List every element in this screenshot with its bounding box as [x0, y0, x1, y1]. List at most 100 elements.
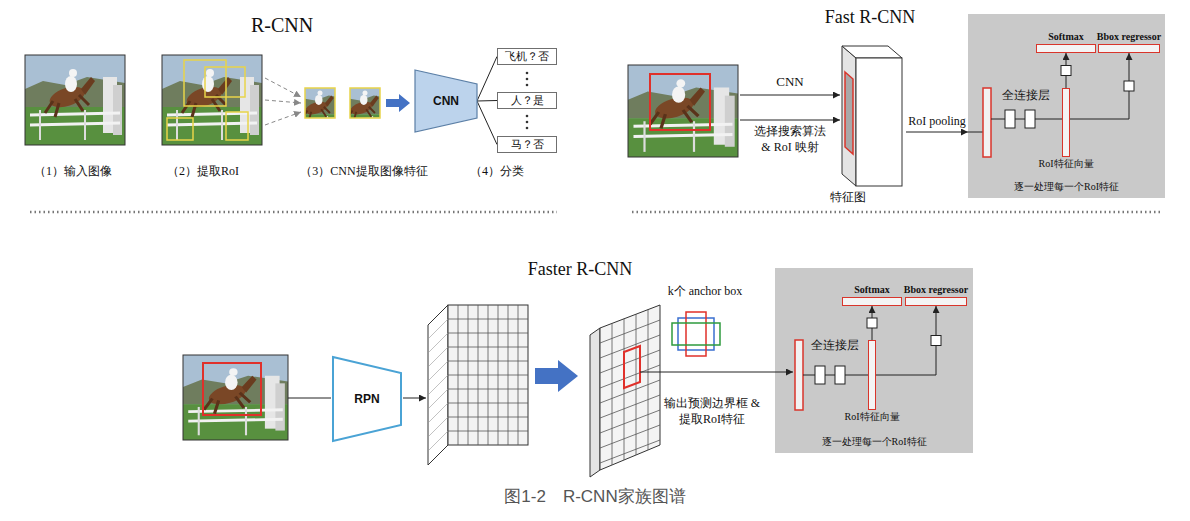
anchor-label: k个 anchor box [668, 284, 743, 300]
cube-grid [448, 305, 528, 445]
photo-frame [183, 355, 288, 440]
class-label: 人？是 [511, 94, 544, 107]
output-box: Softmax [842, 297, 902, 306]
block-arrow [386, 94, 410, 112]
photo-frame [25, 55, 125, 145]
panel-title: R-CNN [251, 12, 313, 38]
ellipsis-dot [526, 78, 529, 81]
ellipsis-dot [526, 121, 529, 124]
feature-slab-face [600, 305, 660, 470]
edge-label: RoI pooling [908, 114, 966, 128]
panel-note: 逐一处理每一个RoI特征 [968, 181, 1165, 193]
connector [477, 101, 497, 145]
class-box: 飞机？否 [497, 48, 557, 65]
panel-title: Fast R-CNN [825, 6, 916, 29]
separator [30, 211, 557, 214]
arrow [403, 398, 426, 399]
dashed-arrow [265, 100, 301, 103]
block-arrow [535, 360, 578, 392]
connector [477, 100, 497, 102]
step-label: （1）输入图像 [34, 164, 112, 180]
panel-note: 逐一处理每一个RoI特征 [775, 436, 973, 448]
vector-label: RoI特征向量 [1039, 158, 1094, 170]
photo-frame [162, 55, 262, 145]
input-photo [162, 55, 262, 145]
head-panel: 逐一处理每一个RoI特征SoftmaxBbox regressorRoI特征向量 [775, 268, 973, 453]
fc-layer [1005, 110, 1015, 128]
output-label: Bbox regressor [904, 284, 968, 296]
ellipsis-dot [526, 115, 529, 118]
class-box: 马？否 [497, 136, 557, 153]
step-label: （4）分类 [470, 164, 524, 180]
rpn-block: RPN [332, 356, 402, 442]
layer-label: 全连接层 [811, 338, 859, 354]
feature-vector: RoI特征向量 [868, 340, 876, 410]
connector [1070, 53, 1129, 119]
output-label: Bbox regressor [1097, 31, 1161, 43]
output-label: Softmax [854, 284, 890, 296]
slab-face [856, 58, 902, 186]
layer-node [1061, 66, 1071, 76]
class-label: 马？否 [511, 138, 544, 151]
output-box: Softmax [1036, 44, 1096, 53]
ellipsis-dot [526, 72, 529, 75]
layer-label: 全连接层 [1002, 88, 1050, 104]
output-label: Softmax [1048, 31, 1084, 43]
anchor-box [686, 312, 706, 356]
roi-box [650, 74, 710, 130]
input-photo [25, 55, 125, 145]
arrow-label: 选择搜索算法 & RoI 映射 [748, 124, 832, 155]
cube-face [448, 305, 528, 445]
block-label: CNN [433, 94, 459, 108]
anchor-box [672, 323, 720, 345]
dashed-arrow [265, 112, 301, 125]
output-box: Bbox regressor [905, 297, 967, 306]
feature-vector: RoI特征向量 [1062, 88, 1070, 157]
slab-side [842, 46, 856, 186]
cube-grid [428, 319, 448, 451]
class-label: 飞机？否 [505, 50, 549, 63]
dashed-arrow [265, 78, 301, 97]
feature-grid [600, 310, 660, 465]
panel-ground [968, 14, 1165, 198]
output-box: Bbox regressor [1098, 44, 1160, 53]
layer-node [867, 318, 877, 328]
panel-ground [775, 268, 973, 453]
arrow-label: CNN [776, 74, 803, 91]
connector [876, 306, 936, 375]
arrow-label: 输出预测边界框 & 提取RoI特征 [663, 396, 761, 427]
roi-crop [335, 82, 398, 138]
step-label: （3）CNN提取图像特征 [300, 164, 427, 180]
roi-projection [845, 72, 853, 154]
ellipsis-dot [526, 127, 529, 130]
trapezoid [333, 357, 401, 441]
figure-caption: 图1-2 R-CNN家族图谱 [504, 485, 685, 508]
wire [288, 398, 331, 399]
slab-top [842, 46, 902, 58]
connector [906, 132, 968, 133]
roi-box [205, 67, 245, 97]
feature-slab-side [590, 328, 600, 477]
wire [968, 132, 983, 133]
roi-crop [290, 82, 353, 138]
ellipsis-dot [526, 84, 529, 87]
cnn-block: CNN [415, 70, 477, 132]
arrow [740, 95, 840, 96]
roi-box [203, 363, 261, 415]
fc-layer [835, 366, 845, 384]
cube-side [428, 305, 448, 465]
feature-map: 特征图 [836, 42, 906, 188]
separator [632, 211, 1160, 214]
crop-frame [350, 88, 380, 118]
roi-box [167, 118, 193, 140]
pooled-vector [795, 340, 803, 410]
arrow [740, 120, 840, 121]
roi-box [226, 112, 248, 140]
arrow [640, 372, 793, 373]
feature-slab [836, 42, 906, 188]
layer-node [931, 336, 941, 346]
vector-label: RoI特征向量 [845, 411, 900, 423]
panel-title: Faster R-CNN [528, 258, 633, 281]
input-photo [628, 65, 738, 157]
